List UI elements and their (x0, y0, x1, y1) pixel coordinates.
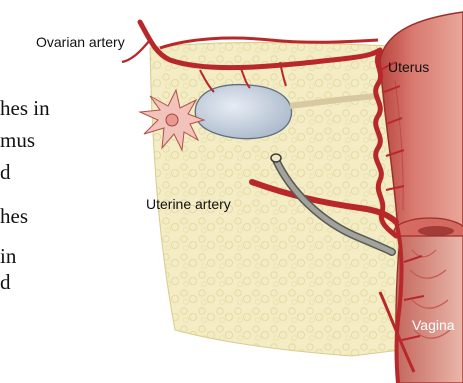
ureter-cut-end (271, 154, 281, 162)
vagina (396, 236, 463, 383)
ovary (195, 85, 291, 139)
slide-text-line-2: mus (0, 130, 35, 151)
ovarian-artery-label: Ovarian artery (36, 34, 125, 50)
slide-text-line-5: in (0, 246, 16, 267)
slide-text-line-6: d (0, 272, 11, 293)
vagina-label: Vagina (412, 317, 455, 333)
uterine-artery-label: Uterine artery (146, 196, 231, 212)
slide-text-line-4: hes (0, 206, 28, 227)
slide-text-line-3: d (0, 162, 11, 183)
slide-text-line-1: hes in (0, 98, 50, 119)
uterus-label: Uterus (388, 59, 429, 75)
